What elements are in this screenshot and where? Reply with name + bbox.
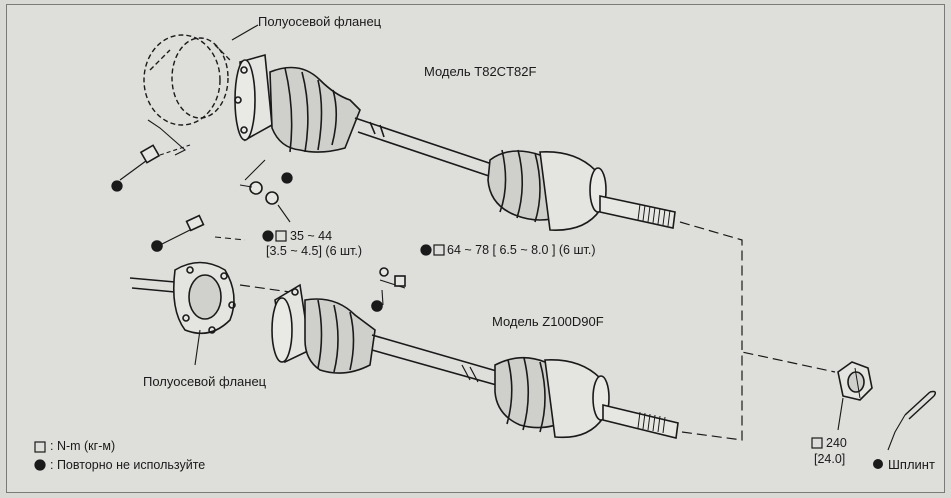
upper-no-reuse-marks	[111, 172, 293, 192]
upper-flange-label: Полуосевой фланец	[258, 14, 382, 29]
upper-inner-boot	[269, 66, 361, 153]
upper-drive-shaft	[111, 24, 743, 350]
torque-marks	[262, 230, 823, 449]
lower-bolt	[159, 214, 205, 246]
upper-model-label: Модель T82CT82F	[424, 64, 537, 79]
legend-torque-unit: : N-m (кг-м)	[50, 439, 116, 453]
lower-inner-boot	[304, 298, 376, 374]
lower-model-label: Модель Z100D90F	[492, 314, 604, 329]
upper-inner-joint	[234, 53, 273, 142]
lower-no-reuse-marks	[151, 240, 383, 312]
upper-outer-joint	[539, 151, 607, 231]
middle-bolts	[379, 267, 406, 306]
upper-spline-stub	[599, 195, 676, 229]
legend-symbols	[34, 441, 46, 471]
legend-do-not-reuse: : Повторно не используйте	[50, 458, 206, 472]
torque-value-1-kgm: [3.5 ~ 4.5] (6 шт.)	[266, 244, 363, 258]
lower-outer-joint	[544, 359, 610, 439]
upper-shaft-bar	[354, 117, 496, 179]
cotter-no-reuse-mark	[873, 459, 883, 469]
torque-value-2: 64 ~ 78 [ 6.5 ~ 8.0 ] (6 шт.)	[447, 243, 596, 257]
cotter-pin	[887, 390, 937, 451]
torque-value-3-kgm: [24.0]	[814, 452, 846, 466]
diagram-frame	[6, 4, 945, 493]
cotter-pin-label: Шплинт	[888, 457, 935, 472]
torque-value-3: 240	[826, 436, 847, 450]
lower-flange	[129, 261, 236, 366]
lower-spline-stub	[602, 403, 679, 439]
hub-nut	[837, 361, 873, 431]
upper-bolts	[119, 119, 291, 223]
lower-drive-shaft	[129, 214, 836, 441]
upper-flange-outline	[143, 34, 231, 126]
lower-shaft-bar	[371, 334, 501, 387]
lower-flange-label: Полуосевой фланец	[143, 374, 267, 389]
torque-value-1: 35 ~ 44	[290, 229, 333, 243]
